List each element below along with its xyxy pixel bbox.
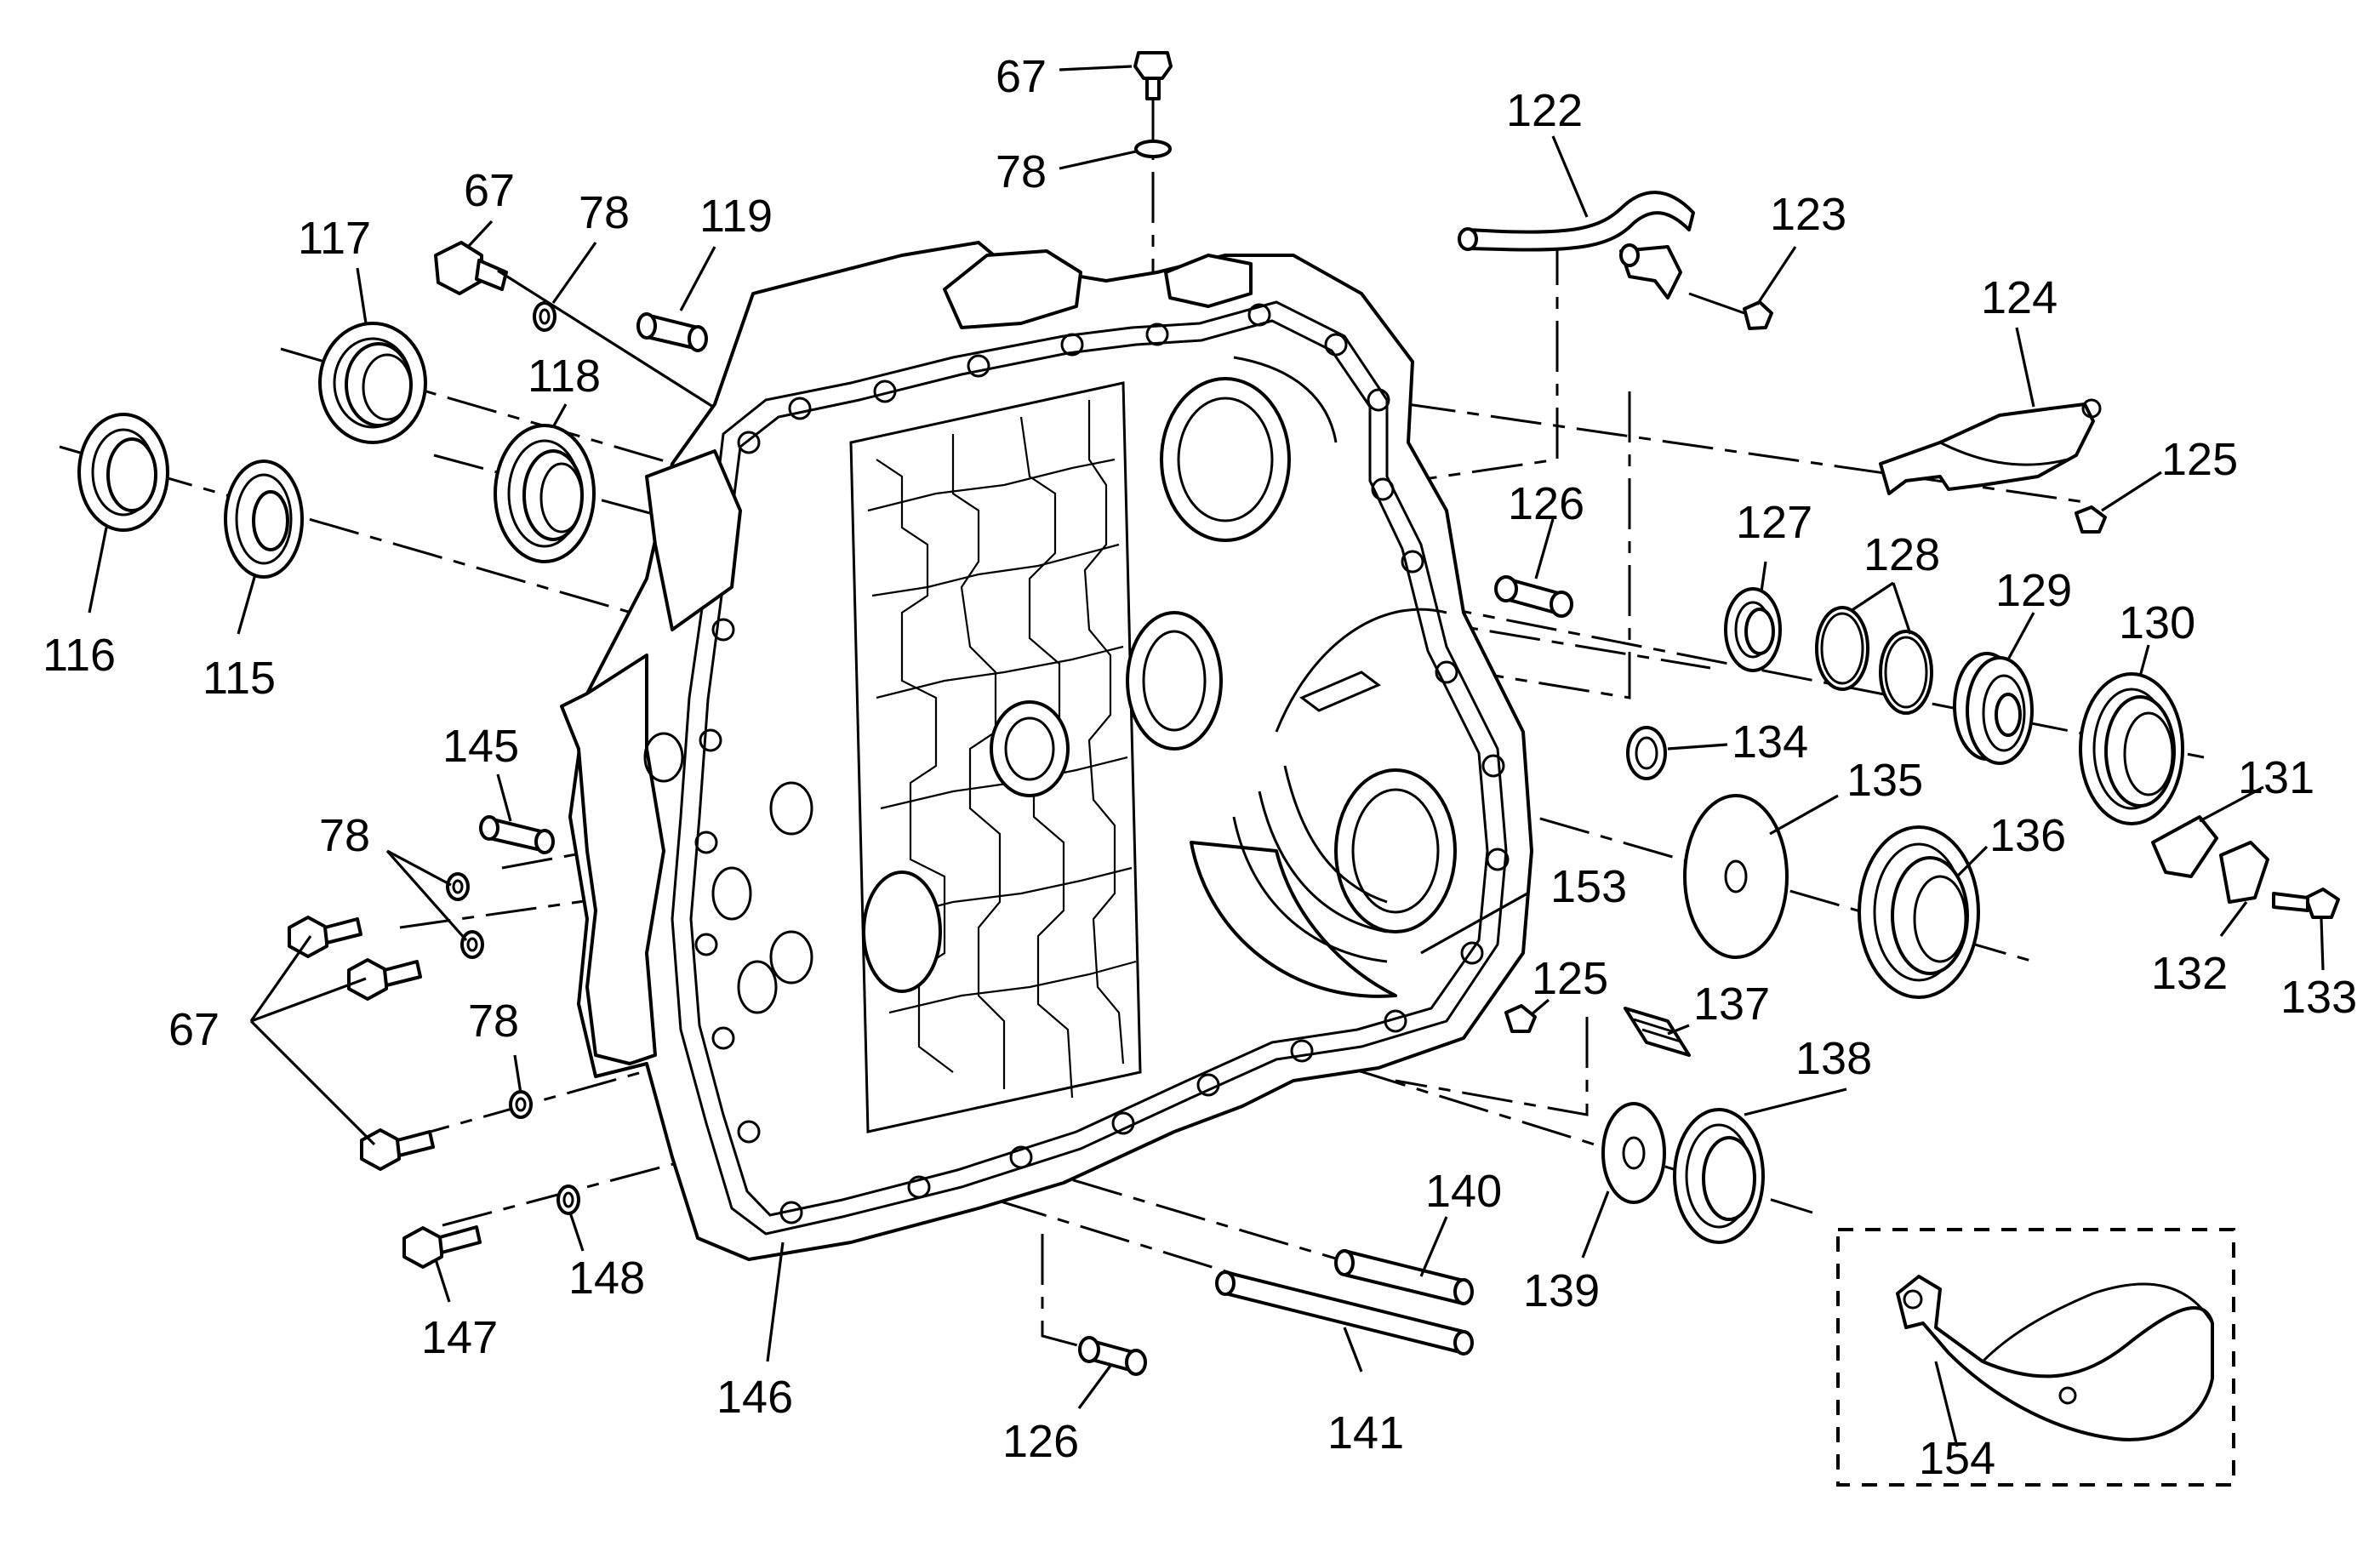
callout-78-top: 78 (996, 146, 1047, 197)
callout-137: 137 (1693, 979, 1770, 1030)
washer-135 (1683, 794, 1789, 959)
leader-lines (88, 65, 2325, 1447)
washer-78-left-b (460, 930, 484, 959)
washer-78-left-c (509, 1090, 533, 1119)
callout-136: 136 (1989, 810, 2066, 861)
bolt-125-lower (1504, 1004, 1537, 1033)
callout-141: 141 (1327, 1407, 1404, 1458)
pin-126-upper (1494, 575, 1573, 618)
callout-67-upperleft: 67 (464, 165, 515, 216)
pin-126-lower (1078, 1336, 1147, 1376)
transmission-case (560, 241, 1533, 1261)
callout-131: 131 (2238, 752, 2314, 803)
callout-138: 138 (1795, 1033, 1872, 1084)
callout-154: 154 (1919, 1433, 1995, 1484)
callout-124: 124 (1981, 272, 2058, 323)
callout-133: 133 (2280, 972, 2357, 1023)
bushing-134 (1626, 726, 1667, 780)
callout-78-left2: 78 (468, 996, 519, 1047)
pins-140-141 (1215, 1249, 1474, 1356)
clip-131 (2151, 815, 2218, 878)
valve-body-channels (849, 381, 1142, 1133)
callout-146: 146 (716, 1372, 793, 1423)
pin-119 (636, 312, 708, 352)
callout-129: 129 (1995, 565, 2072, 616)
bearing-138 (1673, 1108, 1765, 1244)
bolt-125-upper (2075, 505, 2107, 534)
callout-147: 147 (421, 1312, 498, 1363)
seal-116 (77, 413, 169, 532)
callout-140: 140 (1425, 1166, 1502, 1217)
callout-119: 119 (699, 191, 773, 242)
shield-124 (1879, 398, 2102, 495)
bolt-67-upperleft (434, 241, 508, 295)
pin-145 (479, 815, 555, 854)
callout-134: 134 (1732, 716, 1808, 768)
washer-139 (1601, 1102, 1666, 1204)
callout-122: 122 (1506, 85, 1583, 136)
gear-129 (1953, 652, 2034, 765)
bolt-67-left-a (288, 916, 362, 958)
bolt-123 (1688, 292, 1773, 330)
seal-117 (318, 322, 427, 444)
callout-135: 135 (1846, 755, 1923, 806)
washer-78-left-a (446, 872, 470, 901)
callout-123: 123 (1770, 189, 1846, 240)
callout-labels: 67 78 122 123 124 125 126 127 128 129 13… (43, 51, 2357, 1484)
callout-130: 130 (2119, 597, 2195, 648)
case-bores (643, 356, 1457, 1014)
callout-139: 139 (1523, 1265, 1600, 1316)
rings-128 (1815, 606, 1933, 715)
callout-116: 116 (43, 630, 116, 681)
bearing-127 (1724, 587, 1782, 672)
bolt-67-top (1133, 51, 1173, 149)
callout-118: 118 (528, 351, 601, 402)
seal-118 (494, 424, 596, 563)
callout-115: 115 (203, 653, 276, 704)
callout-78-upperleft: 78 (579, 187, 630, 238)
inset-box-154 (1836, 1228, 2235, 1487)
callout-132: 132 (2151, 948, 2228, 999)
washer-78-upperleft (533, 301, 556, 332)
callout-148: 148 (568, 1253, 645, 1304)
callout-125-lower: 125 (1532, 953, 1608, 1004)
callout-145: 145 (442, 721, 519, 772)
callout-128: 128 (1863, 529, 1940, 580)
callout-67-top: 67 (996, 51, 1047, 102)
bolt-67-left-b (347, 958, 422, 1001)
bolt-67-left-c (360, 1128, 435, 1171)
washer-148 (556, 1184, 580, 1215)
callout-67-left: 67 (168, 1004, 220, 1055)
bearing-130 (2079, 672, 2184, 825)
callout-125-upper: 125 (2161, 434, 2238, 485)
plug-137 (1624, 1007, 1691, 1057)
bolt-133 (2272, 888, 2340, 919)
callout-78-left: 78 (319, 810, 370, 861)
callout-126-lower: 126 (1002, 1416, 1079, 1467)
callout-127: 127 (1736, 497, 1812, 548)
tube-122 (1458, 191, 1695, 300)
bolt-147 (402, 1225, 482, 1269)
bracket-132 (2219, 841, 2269, 904)
callout-153: 153 (1550, 861, 1627, 912)
callout-117: 117 (298, 213, 371, 264)
washer-78-top (1134, 140, 1172, 158)
callout-126-upper: 126 (1508, 478, 1584, 529)
flange-bolt-holes (694, 303, 1510, 1224)
bearing-115 (224, 459, 304, 579)
bearing-136 (1858, 825, 1980, 999)
